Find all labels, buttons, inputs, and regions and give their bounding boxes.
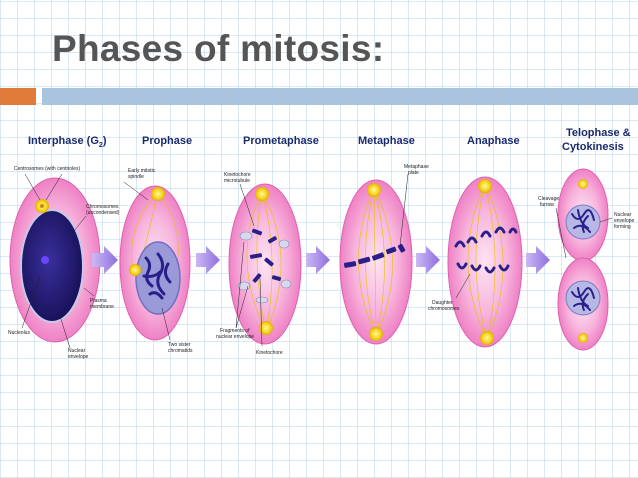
phase-label-interphase: Interphase (G2) (28, 135, 107, 149)
anaphase-cell (447, 176, 523, 348)
accent-bar-blue (42, 88, 638, 105)
anno-nucleolus: Nucleolus (8, 330, 30, 336)
anno-kinetochore-mt: Kinetochore (224, 172, 251, 178)
anno-early-spindle: Early mitotic (128, 168, 156, 174)
anno-metaphase-plate: Metaphase (404, 164, 429, 170)
anno-chromosomes-2: (uncondensed) (86, 210, 120, 216)
metaphase-cell (339, 173, 413, 345)
anno-kinetochore-mt-2: microtubule (224, 178, 250, 184)
anno-nuclear-envelope-forming: Nuclear (614, 212, 632, 218)
interphase-cell (9, 173, 101, 349)
arrow-icon (92, 246, 118, 274)
prometaphase-cell (228, 183, 302, 347)
anno-nuclear-envelope-forming-3: forming (614, 224, 631, 230)
anno-fragments-2: nuclear envelope (216, 334, 254, 340)
anno-kinetochore: Kinetochore (256, 350, 283, 356)
nucleolus-shape (41, 256, 49, 264)
arrow-icon (526, 246, 550, 274)
accent-bar-orange (0, 88, 36, 105)
anno-cleavage-furrow-2: furrow (540, 202, 554, 208)
arrow-icon (196, 246, 220, 274)
prophase-cell (119, 181, 191, 341)
anno-metaphase-plate-2: plate (408, 170, 419, 176)
anno-plasma-membrane: Plasma (90, 298, 107, 304)
phase-label-telophase: Telophase & (566, 127, 631, 139)
phase-label-metaphase: Metaphase (358, 135, 415, 147)
arrow-icon (306, 246, 330, 274)
anno-nuclear-envelope: Nuclear (68, 348, 86, 354)
telophase-cell (555, 168, 613, 351)
anno-plasma-membrane-2: membrane (90, 304, 114, 310)
anno-daughter-chromosomes: Daughter (432, 300, 453, 306)
mitosis-diagram: Interphase (G2) Prophase Prometaphase Me… (0, 118, 638, 378)
anno-nuclear-envelope-2: envelope (68, 354, 89, 360)
anno-daughter-chromosomes-2: chromosomes (428, 306, 460, 312)
anno-centrosomes: Centrosomes (with centrioles) (14, 166, 80, 172)
phase-label-anaphase: Anaphase (467, 135, 520, 147)
slide-title: Phases of mitosis: (52, 28, 385, 69)
anno-nuclear-envelope-forming-2: envelope (614, 218, 635, 224)
anno-cleavage-furrow: Cleavage (538, 196, 559, 202)
phase-label-prometaphase: Prometaphase (243, 135, 319, 147)
anno-early-spindle-2: spindle (128, 174, 144, 180)
phase-label-cytokinesis: Cytokinesis (562, 141, 624, 153)
arrow-icon (416, 246, 440, 274)
anno-chromosomes: Chromosomes (86, 204, 119, 210)
anno-sister-chromatids: Two sister (168, 342, 191, 348)
phase-label-prophase: Prophase (142, 135, 192, 147)
anno-sister-chromatids-2: chromatids (168, 348, 193, 354)
anno-fragments: Fragments of (220, 328, 250, 334)
